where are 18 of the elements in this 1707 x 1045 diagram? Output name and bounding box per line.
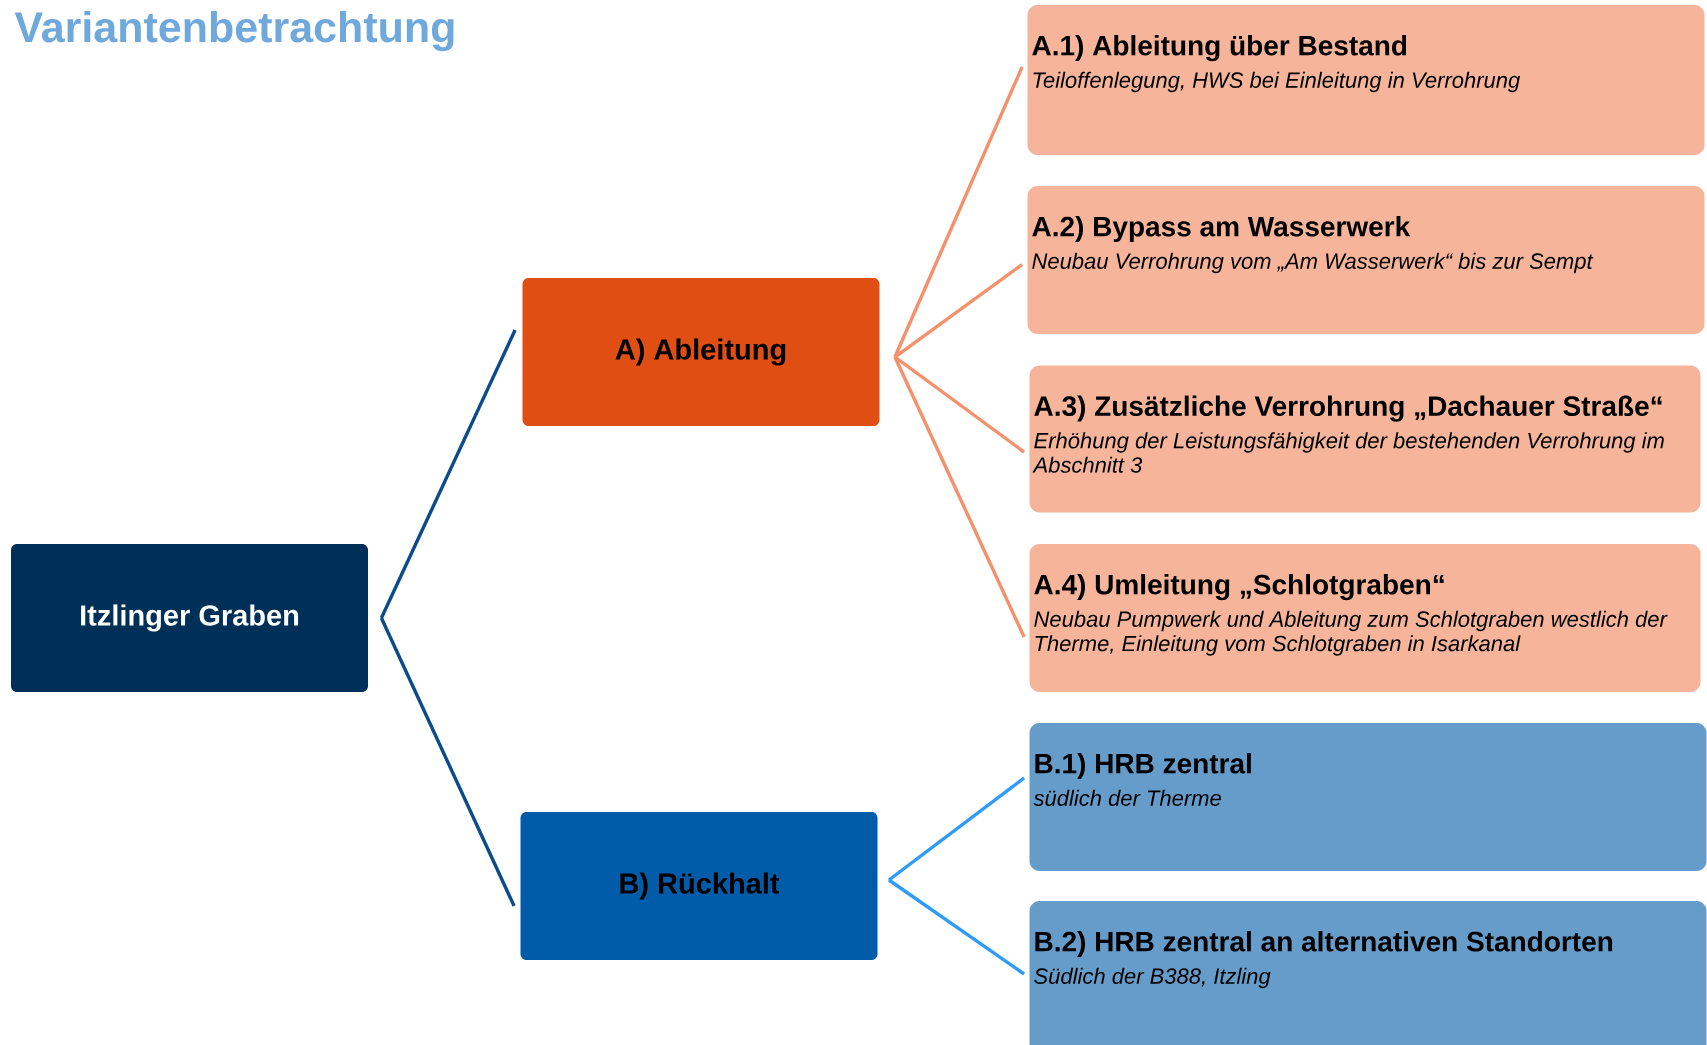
variant-box: A.4) Umleitung „Schlotgraben“ Neubau Pumpwerk und Ableitung zum Schlotgraben westlich der Therme, Einleitung vom Schlotgraben in Isarkanal (1029, 544, 1701, 692)
connector-line (893, 356, 1026, 638)
branch-box: A) Ableitung (522, 278, 880, 426)
variant-box: A.3) Zusätzliche Verrohrung „Dachauer Straße“ Erhöhung der Leistungsfähigkeit der bestehenden Verrohrung im Abschnitt 3 (1029, 365, 1701, 513)
connector-line (893, 263, 1024, 359)
variant-box: B.1) HRB zentral südlich der Therme (1029, 723, 1707, 871)
variant-box: B.2) HRB zentral an alternativen Standorten Südlich der B388, Itzling (1029, 901, 1707, 1045)
connector-line (893, 355, 1026, 454)
variant-box: A.1) Ableitung über Bestand Teiloffenlegung, HWS bei Einleitung in Verrohrung (1027, 5, 1705, 155)
variant-box: A.2) Bypass am Wasserwerk Neubau Verrohrung vom „Am Wasserwerk“ bis zur Sempt (1027, 186, 1705, 334)
connector-line (379, 329, 517, 619)
branch-box: B) Rückhalt (520, 812, 878, 960)
connector-line (887, 878, 1026, 976)
connector-line (379, 617, 516, 907)
connector-line (887, 776, 1026, 882)
title: Variantenbetrachtung (14, 10, 454, 52)
branch-box: Itzlinger Graben (11, 544, 368, 692)
connector-line (893, 66, 1024, 358)
